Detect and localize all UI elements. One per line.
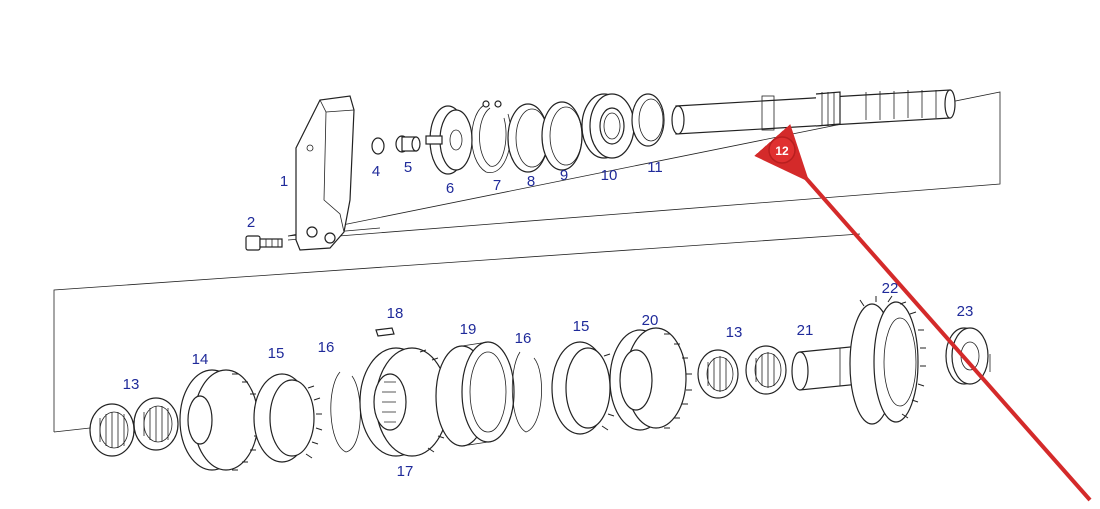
part-6-flange[interactable]	[425, 105, 473, 175]
upper-plane-outline	[287, 91, 1001, 241]
part-22-large-gear[interactable]	[849, 295, 926, 425]
label-part-23: 23	[957, 303, 974, 320]
lower-plane-outline	[53, 233, 861, 432]
label-part-9: 9	[560, 167, 568, 184]
highlight-badge-label: 12	[775, 144, 789, 158]
label-part-10: 10	[601, 167, 618, 184]
part-labels: 1 2 4 5 6 7 8 9 10 11 13 14 15 16 18 19 …	[123, 159, 974, 480]
label-part-5: 5	[404, 159, 412, 176]
part-14-gear[interactable]	[179, 369, 262, 471]
part-13-needle-bearings-left[interactable]	[89, 397, 179, 457]
label-part-22: 22	[882, 280, 899, 297]
label-part-6: 6	[446, 180, 454, 197]
part-2-bolt[interactable]	[245, 235, 283, 251]
part-1-bracket[interactable]	[295, 95, 355, 251]
part-4-ring[interactable]	[371, 137, 385, 155]
highlight-badge[interactable]: 12	[768, 136, 796, 164]
part-17-hub[interactable]	[359, 347, 452, 457]
upper-assembly	[245, 89, 1001, 251]
label-part-8: 8	[527, 173, 535, 190]
label-part-13-left: 13	[123, 376, 140, 393]
label-part-11: 11	[647, 159, 663, 176]
part-5-pin[interactable]	[395, 135, 421, 153]
label-part-14: 14	[192, 351, 209, 368]
part-21-sleeve[interactable]	[791, 345, 861, 391]
part-20-gear[interactable]	[609, 327, 692, 431]
part-7-snap-ring[interactable]	[471, 100, 512, 173]
part-16-snap-ring-right[interactable]	[511, 351, 542, 433]
label-part-1: 1	[280, 173, 288, 190]
label-part-20: 20	[642, 312, 659, 329]
label-part-18: 18	[387, 305, 404, 322]
label-part-21: 21	[797, 322, 814, 339]
part-18-key[interactable]	[375, 327, 395, 337]
label-part-15-left: 15	[268, 345, 285, 362]
part-16-snap-ring-left[interactable]	[330, 371, 361, 453]
part-11-shim[interactable]	[631, 93, 665, 147]
label-part-15-right: 15	[573, 318, 590, 335]
part-9-washer[interactable]	[541, 101, 583, 171]
lower-assembly	[53, 233, 991, 471]
part-19-sleeve[interactable]	[435, 341, 515, 447]
part-15-synchro-ring-left[interactable]	[253, 373, 323, 463]
label-part-17: 17	[397, 463, 414, 480]
label-part-7: 7	[493, 177, 501, 194]
callout-arrow	[754, 124, 1092, 502]
part-10-bearing[interactable]	[581, 93, 635, 159]
part-13-needle-bearings-right[interactable]	[697, 345, 787, 399]
label-part-16-right: 16	[515, 330, 532, 347]
label-part-19: 19	[460, 321, 477, 338]
label-part-13-right: 13	[726, 324, 743, 341]
label-part-4: 4	[372, 163, 380, 180]
part-12-main-shaft[interactable]	[671, 89, 956, 135]
part-15-synchro-ring-right[interactable]	[551, 341, 619, 435]
label-part-16-left: 16	[318, 339, 335, 356]
label-part-2: 2	[247, 214, 255, 231]
